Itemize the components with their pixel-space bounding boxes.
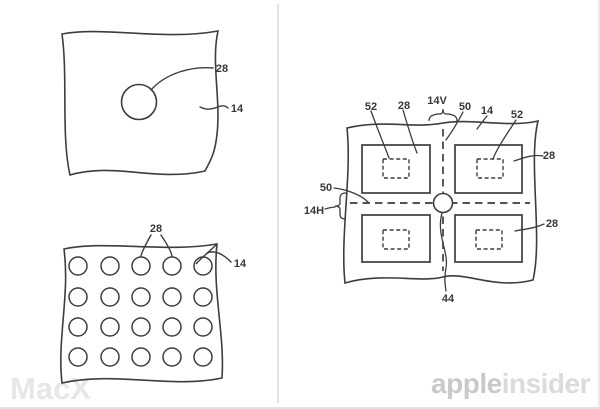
brace-14v [428, 108, 458, 122]
hole-circle [120, 83, 158, 121]
label-52-right: 52 [511, 109, 523, 121]
label-14: 14 [231, 103, 244, 115]
hole-circle [162, 317, 182, 337]
hole-circle [193, 347, 213, 367]
leader-line-14 [206, 251, 232, 263]
leader-line-52-left [370, 110, 390, 159]
page-right-border [598, 0, 600, 409]
hole-circle [100, 347, 120, 367]
leader-line-28 [150, 66, 214, 91]
hole-circle [193, 287, 213, 307]
sheet-outline [61, 29, 220, 177]
sheet-outline [342, 119, 540, 285]
hole-circle [193, 317, 213, 337]
hole-circle [131, 256, 151, 276]
leader-line-28-top [402, 109, 418, 154]
figure-top-left: 28 14 [61, 29, 244, 177]
hole-circle [68, 317, 88, 337]
label-14h: 14H [304, 205, 324, 217]
hole-circle [193, 256, 213, 276]
figure-bottom-left: 28 14 [60, 223, 247, 384]
leader-line-14 [199, 105, 229, 110]
sheet-outline [60, 243, 224, 384]
leader-line-28-right-bottom [514, 223, 545, 232]
label-50-left: 50 [320, 182, 332, 194]
label-14: 14 [234, 258, 247, 270]
label-28-right-top: 28 [543, 150, 555, 162]
appleinsider-watermark-apple: apple [431, 368, 502, 399]
hole-circle [68, 347, 88, 367]
label-14: 14 [481, 105, 494, 117]
leader-line-44 [439, 212, 448, 292]
hole-circle [68, 256, 88, 276]
label-14v: 14V [427, 95, 447, 107]
dashed-inner-rect-upper-left [382, 158, 410, 179]
label-28: 28 [216, 63, 228, 75]
hole-circle [100, 256, 120, 276]
label-28-top: 28 [398, 100, 410, 112]
hole-circle [100, 317, 120, 337]
electrode-rect-upper-right [454, 144, 523, 194]
hole-circle [131, 317, 151, 337]
macx-watermark: MacX [10, 371, 91, 406]
leader-line-28-right-top [513, 154, 544, 162]
hole-circle [100, 287, 120, 307]
corner-fold-line [195, 243, 218, 265]
brace-14h [334, 192, 347, 220]
leader-fork-28 [140, 234, 173, 257]
hole-circle [68, 287, 88, 307]
center-circle [432, 192, 454, 214]
electrode-rect-lower-right [454, 214, 523, 263]
dashed-inner-rect-upper-right [476, 158, 504, 179]
hole-circle [131, 287, 151, 307]
label-52-left: 52 [365, 101, 377, 113]
hole-circle [162, 347, 182, 367]
hole-grid [68, 256, 213, 367]
electrode-rect-lower-left [361, 214, 431, 263]
label-28: 28 [150, 223, 162, 235]
appleinsider-watermark-insider: insider [501, 368, 591, 399]
electrode-rect-upper-left [361, 144, 431, 194]
dashed-inner-rect-lower-left [382, 229, 410, 250]
dashed-inner-rect-lower-right [475, 229, 503, 250]
figure-right: 52 28 14V 50 14 52 28 50 14H 28 44 [304, 95, 558, 305]
leader-line-14h [324, 206, 336, 210]
label-28-right-bottom: 28 [546, 218, 558, 230]
appleinsider-watermark: appleinsider [431, 368, 590, 400]
hole-circle [131, 347, 151, 367]
hole-circle [162, 287, 182, 307]
leader-line-50-top [445, 111, 464, 141]
label-50-top: 50 [459, 101, 471, 113]
label-44: 44 [442, 293, 455, 305]
leader-line-52-right [492, 119, 517, 160]
leader-line-14 [476, 115, 488, 130]
page-bottom-border [0, 407, 600, 409]
leader-line-50-left [333, 187, 369, 203]
hole-circle [162, 256, 182, 276]
panel-divider [277, 4, 279, 403]
